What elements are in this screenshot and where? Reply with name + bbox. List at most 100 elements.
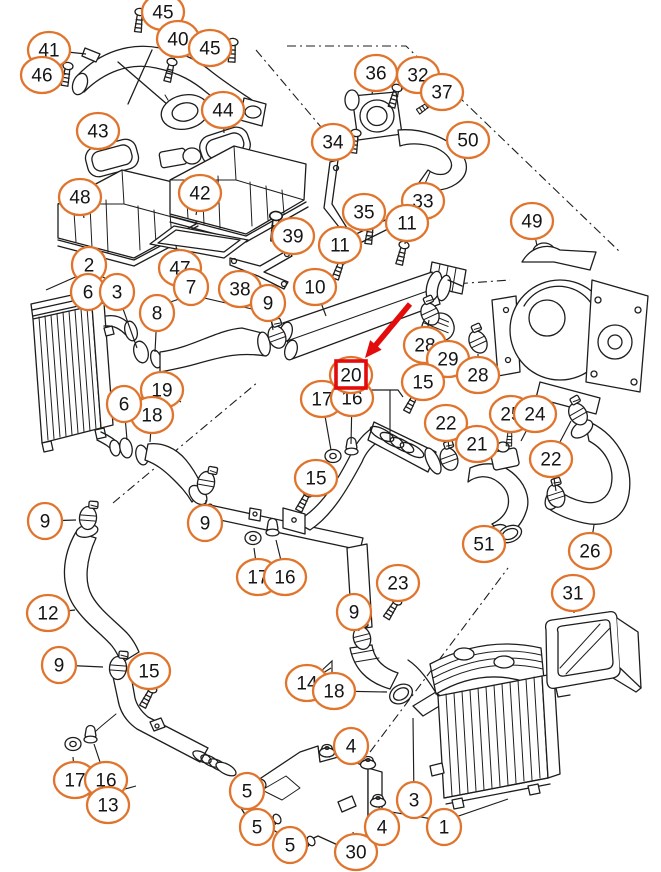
callout-11[interactable] [384, 203, 430, 243]
callout-13[interactable] [85, 785, 131, 825]
callout-label-4: 4 [377, 818, 388, 839]
callout-15[interactable] [126, 651, 172, 691]
callout-30[interactable] [333, 832, 379, 872]
callout-label-18: 18 [323, 682, 344, 703]
callout-9[interactable] [26, 501, 64, 541]
callout-label-5: 5 [252, 818, 263, 839]
callout-48[interactable] [57, 177, 103, 217]
callout-label-38: 38 [229, 280, 250, 301]
callout-label-18: 18 [141, 406, 162, 427]
callout-9[interactable] [335, 592, 373, 632]
callout-3[interactable] [395, 780, 433, 820]
callout-4[interactable] [363, 807, 401, 847]
callout-49[interactable] [509, 201, 555, 241]
callout-16[interactable] [262, 557, 308, 597]
fan-shroud-31 [544, 610, 642, 698]
callout-22[interactable] [528, 439, 574, 479]
intercooler-bottom [407, 643, 561, 810]
callout-label-19: 19 [151, 381, 172, 402]
callout-label-45: 45 [152, 3, 173, 24]
callout-label-17: 17 [311, 390, 332, 411]
callout-label-16: 16 [274, 568, 295, 589]
callout-label-44: 44 [212, 101, 234, 122]
highlight: 20 [328, 302, 413, 395]
callout-label-13: 13 [97, 796, 118, 817]
callout-6[interactable] [105, 384, 143, 424]
callout-12[interactable] [25, 593, 71, 633]
callout-label-17: 17 [64, 771, 85, 792]
callout-label-35: 35 [353, 203, 374, 224]
callout-label-23: 23 [387, 574, 408, 595]
callout-18[interactable] [311, 671, 357, 711]
callout-label-9: 9 [40, 512, 51, 533]
callout-label-49: 49 [521, 212, 542, 233]
highlight-label: 20 [340, 366, 361, 387]
callout-label-4: 4 [346, 737, 357, 758]
callout-4[interactable] [332, 726, 370, 766]
callout-39[interactable] [270, 216, 316, 256]
callout-label-3: 3 [112, 283, 123, 304]
callout-15[interactable] [400, 362, 446, 402]
callout-5[interactable] [271, 825, 309, 865]
callout-label-22: 22 [540, 450, 561, 471]
callout-label-51: 51 [473, 535, 494, 556]
callout-label-5: 5 [242, 782, 253, 803]
callout-label-9: 9 [349, 603, 360, 624]
callout-label-31: 31 [562, 584, 583, 605]
callout-label-46: 46 [31, 66, 52, 87]
callout-11[interactable] [317, 225, 363, 265]
callout-28[interactable] [455, 355, 501, 395]
callout-34[interactable] [310, 122, 356, 162]
callout-label-5: 5 [285, 836, 296, 857]
callout-label-34: 34 [322, 133, 344, 154]
callout-label-12: 12 [37, 604, 58, 625]
callout-5[interactable] [238, 807, 276, 847]
callout-9[interactable] [186, 503, 224, 543]
callout-45[interactable] [187, 28, 233, 68]
callout-label-28: 28 [467, 366, 488, 387]
callout-label-9: 9 [263, 294, 274, 315]
callout-50[interactable] [445, 120, 491, 160]
callout-label-36: 36 [365, 64, 386, 85]
callout-35[interactable] [341, 192, 387, 232]
callout-3[interactable] [98, 272, 136, 312]
callout-7[interactable] [172, 267, 210, 307]
callout-label-11: 11 [330, 236, 350, 257]
callout-21[interactable] [454, 424, 500, 464]
callout-31[interactable] [550, 573, 596, 613]
callout-26[interactable] [567, 531, 613, 571]
callout-1[interactable] [425, 807, 463, 847]
callout-label-6: 6 [119, 395, 130, 416]
callout-23[interactable] [375, 563, 421, 603]
callout-8[interactable] [138, 293, 176, 333]
callout-label-2: 2 [84, 256, 95, 277]
callout-5[interactable] [228, 771, 266, 811]
callout-44[interactable] [200, 90, 246, 130]
callout-22[interactable] [423, 403, 469, 443]
callout-label-17: 17 [247, 568, 268, 589]
callout-label-9: 9 [200, 514, 211, 535]
callout-label-50: 50 [457, 131, 478, 152]
callout-label-7: 7 [186, 278, 197, 299]
callout-label-29: 29 [437, 350, 458, 371]
callout-51[interactable] [461, 524, 507, 564]
callout-label-15: 15 [305, 469, 326, 490]
callout-label-37: 37 [431, 83, 452, 104]
hose-7 [159, 327, 271, 373]
callout-9[interactable] [40, 645, 78, 685]
callout-24[interactable] [512, 394, 558, 434]
callout-37[interactable] [419, 72, 465, 112]
hose-14-group [349, 644, 447, 717]
callout-label-15: 15 [138, 662, 159, 683]
callout-43[interactable] [75, 111, 121, 151]
callout-15[interactable] [293, 458, 339, 498]
callout-label-6: 6 [83, 283, 94, 304]
callout-42[interactable] [177, 173, 223, 213]
callout-10[interactable] [292, 267, 338, 307]
callout-46[interactable] [19, 55, 65, 95]
callout-label-43: 43 [87, 122, 108, 143]
callout-label-11: 11 [397, 214, 417, 235]
callout-9[interactable] [249, 283, 287, 323]
callout-label-32: 32 [407, 66, 428, 87]
